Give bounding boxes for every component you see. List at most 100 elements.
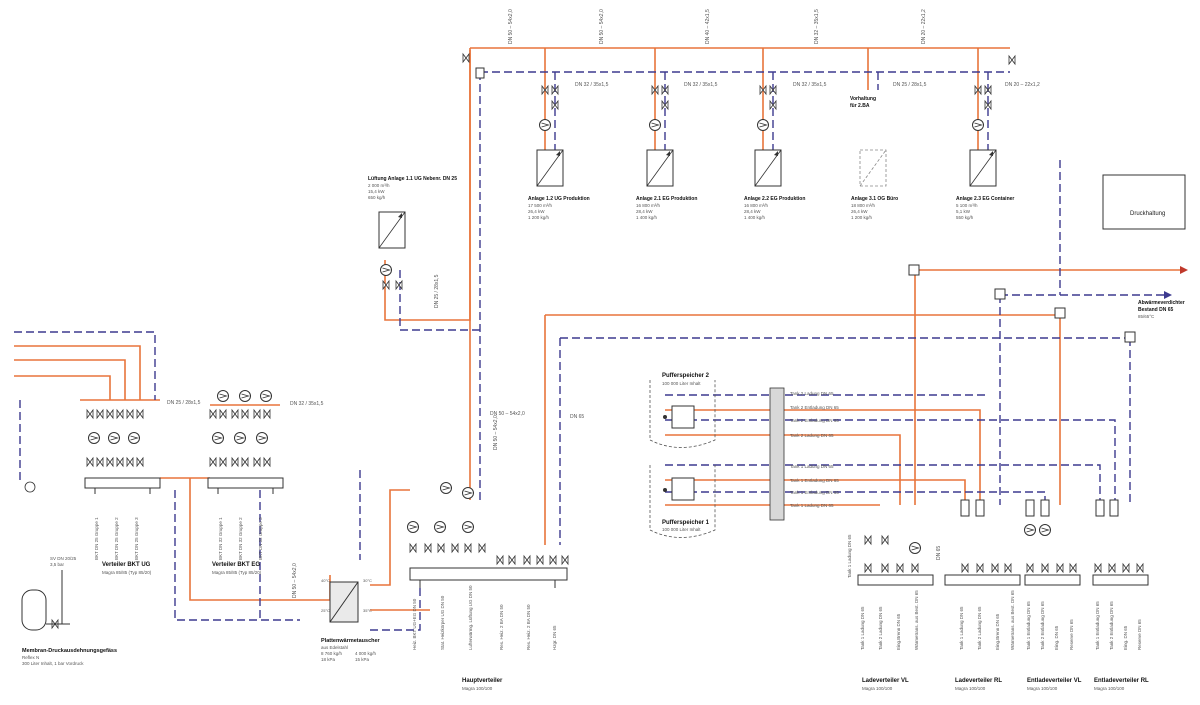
svg-text:100 000 Liter Inhalt: 100 000 Liter Inhalt xyxy=(662,527,701,532)
svg-text:Magra 100/100: Magra 100/100 xyxy=(955,686,986,691)
entladeverteiler-vl-title: Entladeverteiler VL xyxy=(1027,678,1082,684)
pipe-label-top-5: DN 20 – 22x1,2 xyxy=(921,9,927,44)
svg-text:Magra 85/85 (Typ 85/20): Magra 85/85 (Typ 85/20) xyxy=(212,570,262,575)
svg-text:Tank 1 Ladung DN 65: Tank 1 Ladung DN 65 xyxy=(790,464,834,469)
svg-text:15 kPa: 15 kPa xyxy=(355,657,370,662)
pufferspeicher: Pufferspeicher 2 100 000 Liter Inhalt Pu… xyxy=(649,373,839,538)
svg-text:28,4 kW: 28,4 kW xyxy=(744,209,761,214)
svg-text:Tank 1 Entladung DN 65: Tank 1 Entladung DN 65 xyxy=(790,490,839,495)
svg-text:Tank 1 Entladung DN 65: Tank 1 Entladung DN 65 xyxy=(790,478,839,483)
svg-text:Tank 1 Ladung DN 65: Tank 1 Ladung DN 65 xyxy=(860,606,865,650)
svg-text:SV DN 20/25: SV DN 20/25 xyxy=(50,556,77,561)
supply-pipes xyxy=(14,47,1185,611)
svg-text:Anlage 2.2 EG Produktion: Anlage 2.2 EG Produktion xyxy=(744,196,805,202)
svg-text:Anlage 1.2 UG Produktion: Anlage 1.2 UG Produktion xyxy=(528,196,590,202)
svg-text:40°C: 40°C xyxy=(321,578,330,583)
svg-text:Tank 1 Entladung DN 65: Tank 1 Entladung DN 65 xyxy=(1026,601,1031,650)
svg-text:Magra 100/100: Magra 100/100 xyxy=(1027,686,1058,691)
plattenwaermetauscher: DN 50 – 54x2,0 40°C 30°C 25°C 35°C Platt… xyxy=(292,563,381,662)
abwaerme-labels: Abwärmeverdichter Bestand DN 65 85/65°C xyxy=(908,264,1188,343)
svg-text:Res. Heiz. 2 BA DN 50: Res. Heiz. 2 BA DN 50 xyxy=(526,604,531,650)
svg-text:Wärmetrans. aus Best. DN 65: Wärmetrans. aus Best. DN 65 xyxy=(1010,590,1015,650)
membran-vessel: SV DN 20/25 3,5 bar Membran-Druckausdehn… xyxy=(21,556,117,666)
svg-text:Reserve DN 65: Reserve DN 65 xyxy=(1137,619,1142,650)
svg-text:18 kPa: 18 kPa xyxy=(321,657,336,662)
svg-text:Tank 1 Entladung DN 65: Tank 1 Entladung DN 65 xyxy=(1095,601,1100,650)
side-label-tank1: Tank 1 Ladung DN 65 xyxy=(847,534,852,578)
svg-text:Tank 2 Ladung DN 65: Tank 2 Ladung DN 65 xyxy=(790,391,834,396)
svg-text:Tank 1 Ladung DN 65: Tank 1 Ladung DN 65 xyxy=(790,503,834,508)
svg-text:2 000 m³/h: 2 000 m³/h xyxy=(368,183,390,188)
entladeverteiler-rl: Tank 1 Entladung DN 65 Tank 2 Entladung … xyxy=(1092,499,1149,691)
anlage-units: DN 32 / 35x1,5 DN 32 / 35x1,5 DN 32 / 35… xyxy=(528,82,1040,220)
svg-text:Reflex N: Reflex N xyxy=(22,655,39,660)
svg-text:BKT DN 32 Gruppe 1: BKT DN 32 Gruppe 1 xyxy=(218,517,223,560)
anlage-4-label: Anlage 3.1 OG Büro 18 800 m³/h 26,4 kW 1… xyxy=(851,196,898,220)
svg-text:1 200 kg/h: 1 200 kg/h xyxy=(528,215,550,220)
svg-text:5 100 m³/h: 5 100 m³/h xyxy=(956,203,978,208)
svg-text:16 800 m³/h: 16 800 m³/h xyxy=(744,203,769,208)
svg-text:Abwärmeverdichter: Abwärmeverdichter xyxy=(1138,300,1185,306)
svg-text:Magra 100/100: Magra 100/100 xyxy=(862,686,893,691)
svg-text:3,5 bar: 3,5 bar xyxy=(50,562,65,567)
svg-text:Eing. DN 65: Eing. DN 65 xyxy=(1054,625,1059,650)
svg-text:Tank 2 Ladung DN 65: Tank 2 Ladung DN 65 xyxy=(790,433,834,438)
svg-text:DN 25 / 28x1,5: DN 25 / 28x1,5 xyxy=(434,274,440,308)
svg-text:Magra 100/100: Magra 100/100 xyxy=(1094,686,1125,691)
svg-text:30°C: 30°C xyxy=(363,578,372,583)
anlage-5-label: Anlage 2.3 EG Container 5 100 m³/h 5,1 k… xyxy=(956,196,1014,220)
ladeverteiler-vl: DN 65 Tank 1 Ladung DN 65 Tank 2 Ladung … xyxy=(857,535,942,691)
svg-text:Magra 85/85 (Typ 85/20): Magra 85/85 (Typ 85/20) xyxy=(102,570,152,575)
svg-text:8 760 kg/h: 8 760 kg/h xyxy=(321,651,343,656)
svg-text:Tank 2 Ladung DN 65: Tank 2 Ladung DN 65 xyxy=(977,606,982,650)
expansion-vessel-icon xyxy=(21,589,47,631)
svg-text:Res. Heiz. 2 BA DN 50: Res. Heiz. 2 BA DN 50 xyxy=(499,604,504,650)
svg-text:Bestand DN 65: Bestand DN 65 xyxy=(1138,307,1174,313)
bkt-ug-pump-icon xyxy=(24,481,36,493)
branch-label-3: DN 32 / 35x1,5 xyxy=(793,82,827,88)
bkt-eg-title: Verteiler BKT EG xyxy=(212,562,260,568)
svg-text:DN 50 – 54x2,0: DN 50 – 54x2,0 xyxy=(490,411,525,417)
pipe-label-top-2: DN 50 – 54x2,0 xyxy=(599,9,605,44)
svg-text:Eing. DN 65: Eing. DN 65 xyxy=(1123,625,1128,650)
vorhaltung-line-1: Vorhaltung xyxy=(850,96,876,102)
svg-text:100 000 Liter Inhalt: 100 000 Liter Inhalt xyxy=(662,381,701,386)
anlage-3-label: Anlage 2.2 EG Produktion 16 800 m³/h 28,… xyxy=(744,196,805,220)
anlage-1-label: Anlage 1.2 UG Produktion 17 500 m³/h 26,… xyxy=(528,196,590,220)
return-pipes xyxy=(14,71,1170,631)
svg-text:Tank 2 Ladung DN 65: Tank 2 Ladung DN 65 xyxy=(878,606,883,650)
svg-text:DN 65: DN 65 xyxy=(570,414,584,420)
svg-text:26,4 kW: 26,4 kW xyxy=(851,209,868,214)
svg-text:DN 25 / 28x1,5: DN 25 / 28x1,5 xyxy=(167,400,201,406)
svg-text:Tank 2 Entladung DN 65: Tank 2 Entladung DN 65 xyxy=(1109,601,1114,650)
svg-text:Anlage 2.3 EG Container: Anlage 2.3 EG Container xyxy=(956,196,1014,202)
svg-text:18 800 m³/h: 18 800 m³/h xyxy=(851,203,876,208)
svg-text:16 800 m³/h: 16 800 m³/h xyxy=(636,203,661,208)
svg-text:Eing.Brenn DN 65: Eing.Brenn DN 65 xyxy=(995,613,1000,650)
svg-text:Tank 2 Entladung DN 65: Tank 2 Entladung DN 65 xyxy=(790,405,839,410)
svg-text:BKT DN 32 Gruppe 2: BKT DN 32 Gruppe 2 xyxy=(238,517,243,560)
svg-text:Anlage 2.1 EG Produktion: Anlage 2.1 EG Produktion xyxy=(636,196,697,202)
hauptverteiler: DN 50 – 54x2,0 DN 50 – 54x2,0 DN 65 Heiz… xyxy=(407,411,584,691)
svg-text:35°C: 35°C xyxy=(363,608,372,613)
druckhaltung: Druckhaltung xyxy=(1102,174,1186,230)
pipe-label-top-1: DN 50 – 54x2,0 xyxy=(508,9,514,44)
svg-text:1 400 kg/h: 1 400 kg/h xyxy=(636,215,658,220)
svg-text:5,1 kW: 5,1 kW xyxy=(956,209,971,214)
svg-text:DN 50 – 54x2,0: DN 50 – 54x2,0 xyxy=(493,415,499,450)
svg-text:28,4 kW: 28,4 kW xyxy=(636,209,653,214)
svg-text:DN 65: DN 65 xyxy=(936,546,942,560)
verteiler-bkt-eg: DN 32 / 35x1,5 BKT DN 32 Gruppe 1 BKT DN… xyxy=(207,390,324,575)
svg-text:Magra 100/100: Magra 100/100 xyxy=(462,686,493,691)
svg-text:Tank 2 Entladung DN 65: Tank 2 Entladung DN 65 xyxy=(790,418,839,423)
svg-text:BKT DN 25 Gruppe 2: BKT DN 25 Gruppe 2 xyxy=(114,517,119,560)
return-in-arrow-icon xyxy=(1164,291,1172,299)
svg-text:Tank 2 Entladung DN 65: Tank 2 Entladung DN 65 xyxy=(1040,601,1045,650)
svg-text:17 500 m³/h: 17 500 m³/h xyxy=(528,203,553,208)
pipe-label-top-3: DN 40 – 42x1,5 xyxy=(705,9,711,44)
branch-label-1: DN 32 / 35x1,5 xyxy=(575,82,609,88)
svg-text:Tank 1 Ladung DN 65: Tank 1 Ladung DN 65 xyxy=(959,606,964,650)
svg-text:Anlage 3.1 OG Büro: Anlage 3.1 OG Büro xyxy=(851,196,898,202)
ladeverteiler-vl-title: Ladeverteiler VL xyxy=(862,678,909,684)
